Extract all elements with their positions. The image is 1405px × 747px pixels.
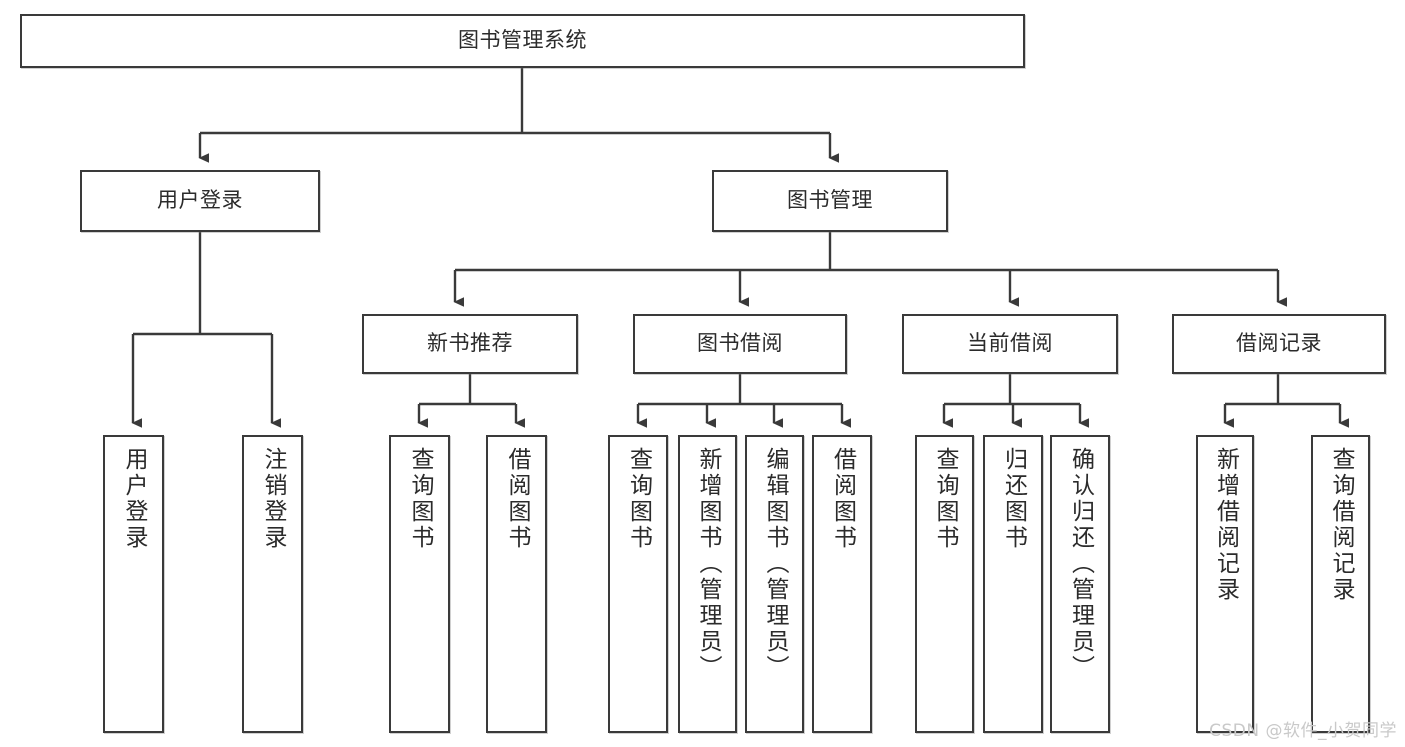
node-root[interactable]: 图书管理系统 <box>20 14 1025 68</box>
leaf-borrow-book-b[interactable]: 借阅图书 <box>812 435 872 733</box>
leaf-query-borrow-record-label: 查询借阅记录 <box>1328 447 1354 603</box>
leaf-query-book-b[interactable]: 查询图书 <box>608 435 668 733</box>
edge-borrowrecord-to-leaves <box>1223 374 1350 428</box>
edge-currentborrow-to-leaves <box>942 374 1090 428</box>
node-book-manage-label: 图书管理 <box>787 188 873 213</box>
leaf-add-borrow-record-label: 新增借阅记录 <box>1212 447 1239 603</box>
leaf-confirm-return-label: 确认归还（管理员） <box>1067 447 1094 681</box>
node-book-borrow[interactable]: 图书借阅 <box>633 314 847 374</box>
leaf-logout-label: 注销登录 <box>260 447 286 551</box>
leaf-return-book-label: 归还图书 <box>1000 447 1027 551</box>
node-book-manage[interactable]: 图书管理 <box>712 170 948 232</box>
node-borrow-record-label: 借阅记录 <box>1236 331 1322 356</box>
leaf-query-book-a-label: 查询图书 <box>407 447 433 551</box>
node-user-login-label: 用户登录 <box>157 188 243 213</box>
node-book-borrow-label: 图书借阅 <box>697 331 783 356</box>
leaf-return-book[interactable]: 归还图书 <box>983 435 1043 733</box>
leaf-borrow-book-a[interactable]: 借阅图书 <box>486 435 547 733</box>
edge-newbookrec-to-leaves <box>417 374 526 428</box>
leaf-query-book-c[interactable]: 查询图书 <box>915 435 974 733</box>
edge-userlogin-to-leaves <box>131 232 282 428</box>
node-user-login[interactable]: 用户登录 <box>80 170 320 232</box>
leaf-edit-book-label: 编辑图书（管理员） <box>762 447 788 681</box>
node-new-book-recommend[interactable]: 新书推荐 <box>362 314 578 374</box>
leaf-add-book-label: 新增图书（管理员） <box>695 447 721 681</box>
leaf-query-book-a[interactable]: 查询图书 <box>389 435 450 733</box>
leaf-confirm-return[interactable]: 确认归还（管理员） <box>1050 435 1110 733</box>
leaf-query-book-c-label: 查询图书 <box>932 447 958 551</box>
node-root-label: 图书管理系统 <box>458 28 587 53</box>
csdn-watermark: CSDN @软件_小贺同学 <box>1209 721 1397 741</box>
node-current-borrow[interactable]: 当前借阅 <box>902 314 1118 374</box>
leaf-add-book[interactable]: 新增图书（管理员） <box>678 435 737 733</box>
edge-bookmanage-to-level3 <box>453 232 1288 307</box>
leaf-edit-book[interactable]: 编辑图书（管理员） <box>745 435 804 733</box>
leaf-logout[interactable]: 注销登录 <box>242 435 303 733</box>
leaf-query-borrow-record[interactable]: 查询借阅记录 <box>1311 435 1370 733</box>
node-new-book-recommend-label: 新书推荐 <box>427 331 513 356</box>
leaf-borrow-book-a-label: 借阅图书 <box>504 447 530 551</box>
edge-root-to-level2 <box>198 68 840 163</box>
leaf-add-borrow-record[interactable]: 新增借阅记录 <box>1196 435 1254 733</box>
leaf-user-login-label: 用户登录 <box>121 447 147 551</box>
leaf-user-login[interactable]: 用户登录 <box>103 435 164 733</box>
edge-bookborrow-to-leaves <box>636 374 852 428</box>
node-current-borrow-label: 当前借阅 <box>967 331 1053 356</box>
node-borrow-record[interactable]: 借阅记录 <box>1172 314 1386 374</box>
leaf-borrow-book-b-label: 借阅图书 <box>829 447 856 551</box>
leaf-query-book-b-label: 查询图书 <box>625 447 652 551</box>
